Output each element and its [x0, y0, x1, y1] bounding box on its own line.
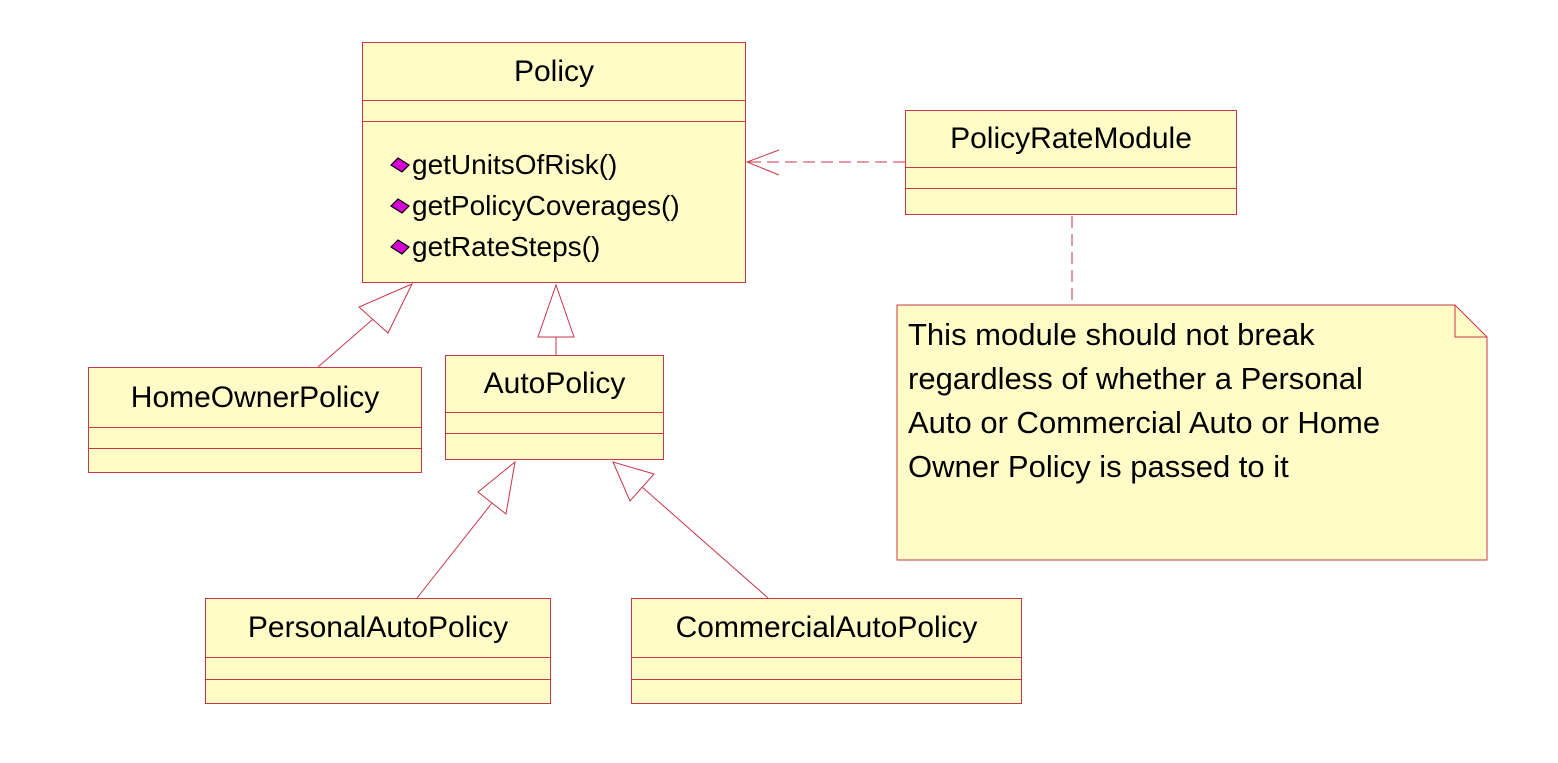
class-commercial-auto-policy[interactable]: CommercialAutoPolicy: [631, 598, 1022, 704]
class-personal-auto-policy[interactable]: PersonalAutoPolicy: [205, 598, 551, 704]
class-name-home-owner-policy: HomeOwnerPolicy: [130, 380, 380, 414]
note-text: This module should not break regardless …: [908, 313, 1468, 489]
operation-label: getPolicyCoverages(): [412, 189, 680, 221]
operations-compartment: [632, 679, 1021, 703]
class-name-auto-policy: AutoPolicy: [483, 367, 626, 400]
operation-get-rate-steps: getRateSteps(): [390, 226, 745, 267]
class-name-policy-rate-module: PolicyRateModule: [950, 122, 1192, 155]
operations-compartment: getUnitsOfRisk() getPolicyCoverages() ge…: [363, 121, 745, 282]
attributes-compartment: [89, 427, 421, 448]
class-policy-rate-module[interactable]: PolicyRateModule: [905, 110, 1237, 215]
operations-compartment: [906, 188, 1236, 214]
public-operation-icon: [390, 197, 410, 214]
note-line: regardless of whether a Personal: [908, 361, 1363, 396]
operations-compartment: [206, 679, 550, 703]
attributes-compartment: [906, 167, 1236, 188]
class-policy[interactable]: Policy getUnitsOfRisk() getPolicyCoverag…: [362, 42, 746, 283]
dependency-ratemodule-to-policy: [745, 149, 905, 176]
note-line: Owner Policy is passed to it: [908, 449, 1289, 484]
operations-compartment: [89, 448, 421, 472]
public-operation-icon: [390, 156, 410, 173]
note-line: This module should not break: [908, 317, 1315, 352]
note-line: Auto or Commercial Auto or Home: [908, 405, 1381, 440]
class-auto-policy[interactable]: AutoPolicy: [445, 355, 664, 460]
public-operation-icon: [390, 238, 410, 255]
operations-compartment: [446, 433, 663, 459]
generalization-personal-to-autopolicy: [416, 460, 516, 599]
generalization-commercial-to-autopolicy: [612, 461, 769, 599]
class-home-owner-policy[interactable]: HomeOwnerPolicy: [88, 367, 422, 473]
class-name-policy: Policy: [513, 54, 595, 88]
class-name-personal-auto-policy: PersonalAutoPolicy: [247, 611, 509, 644]
generalization-autopolicy-to-policy: [537, 283, 575, 355]
operation-get-units-of-risk: getUnitsOfRisk(): [390, 144, 745, 185]
note-shape: [896, 304, 1488, 561]
class-name-commercial-auto-policy: CommercialAutoPolicy: [675, 611, 978, 644]
attributes-compartment: [632, 657, 1021, 679]
generalization-homeowner-to-policy: [317, 283, 414, 368]
note[interactable]: This module should not break regardless …: [897, 305, 1487, 560]
attributes-compartment: [363, 100, 745, 121]
operation-label: getRateSteps(): [412, 230, 601, 262]
attributes-compartment: [206, 657, 550, 679]
operation-get-policy-coverages: getPolicyCoverages(): [390, 185, 745, 226]
attributes-compartment: [446, 412, 663, 433]
operation-label: getUnitsOfRisk(): [412, 148, 618, 180]
